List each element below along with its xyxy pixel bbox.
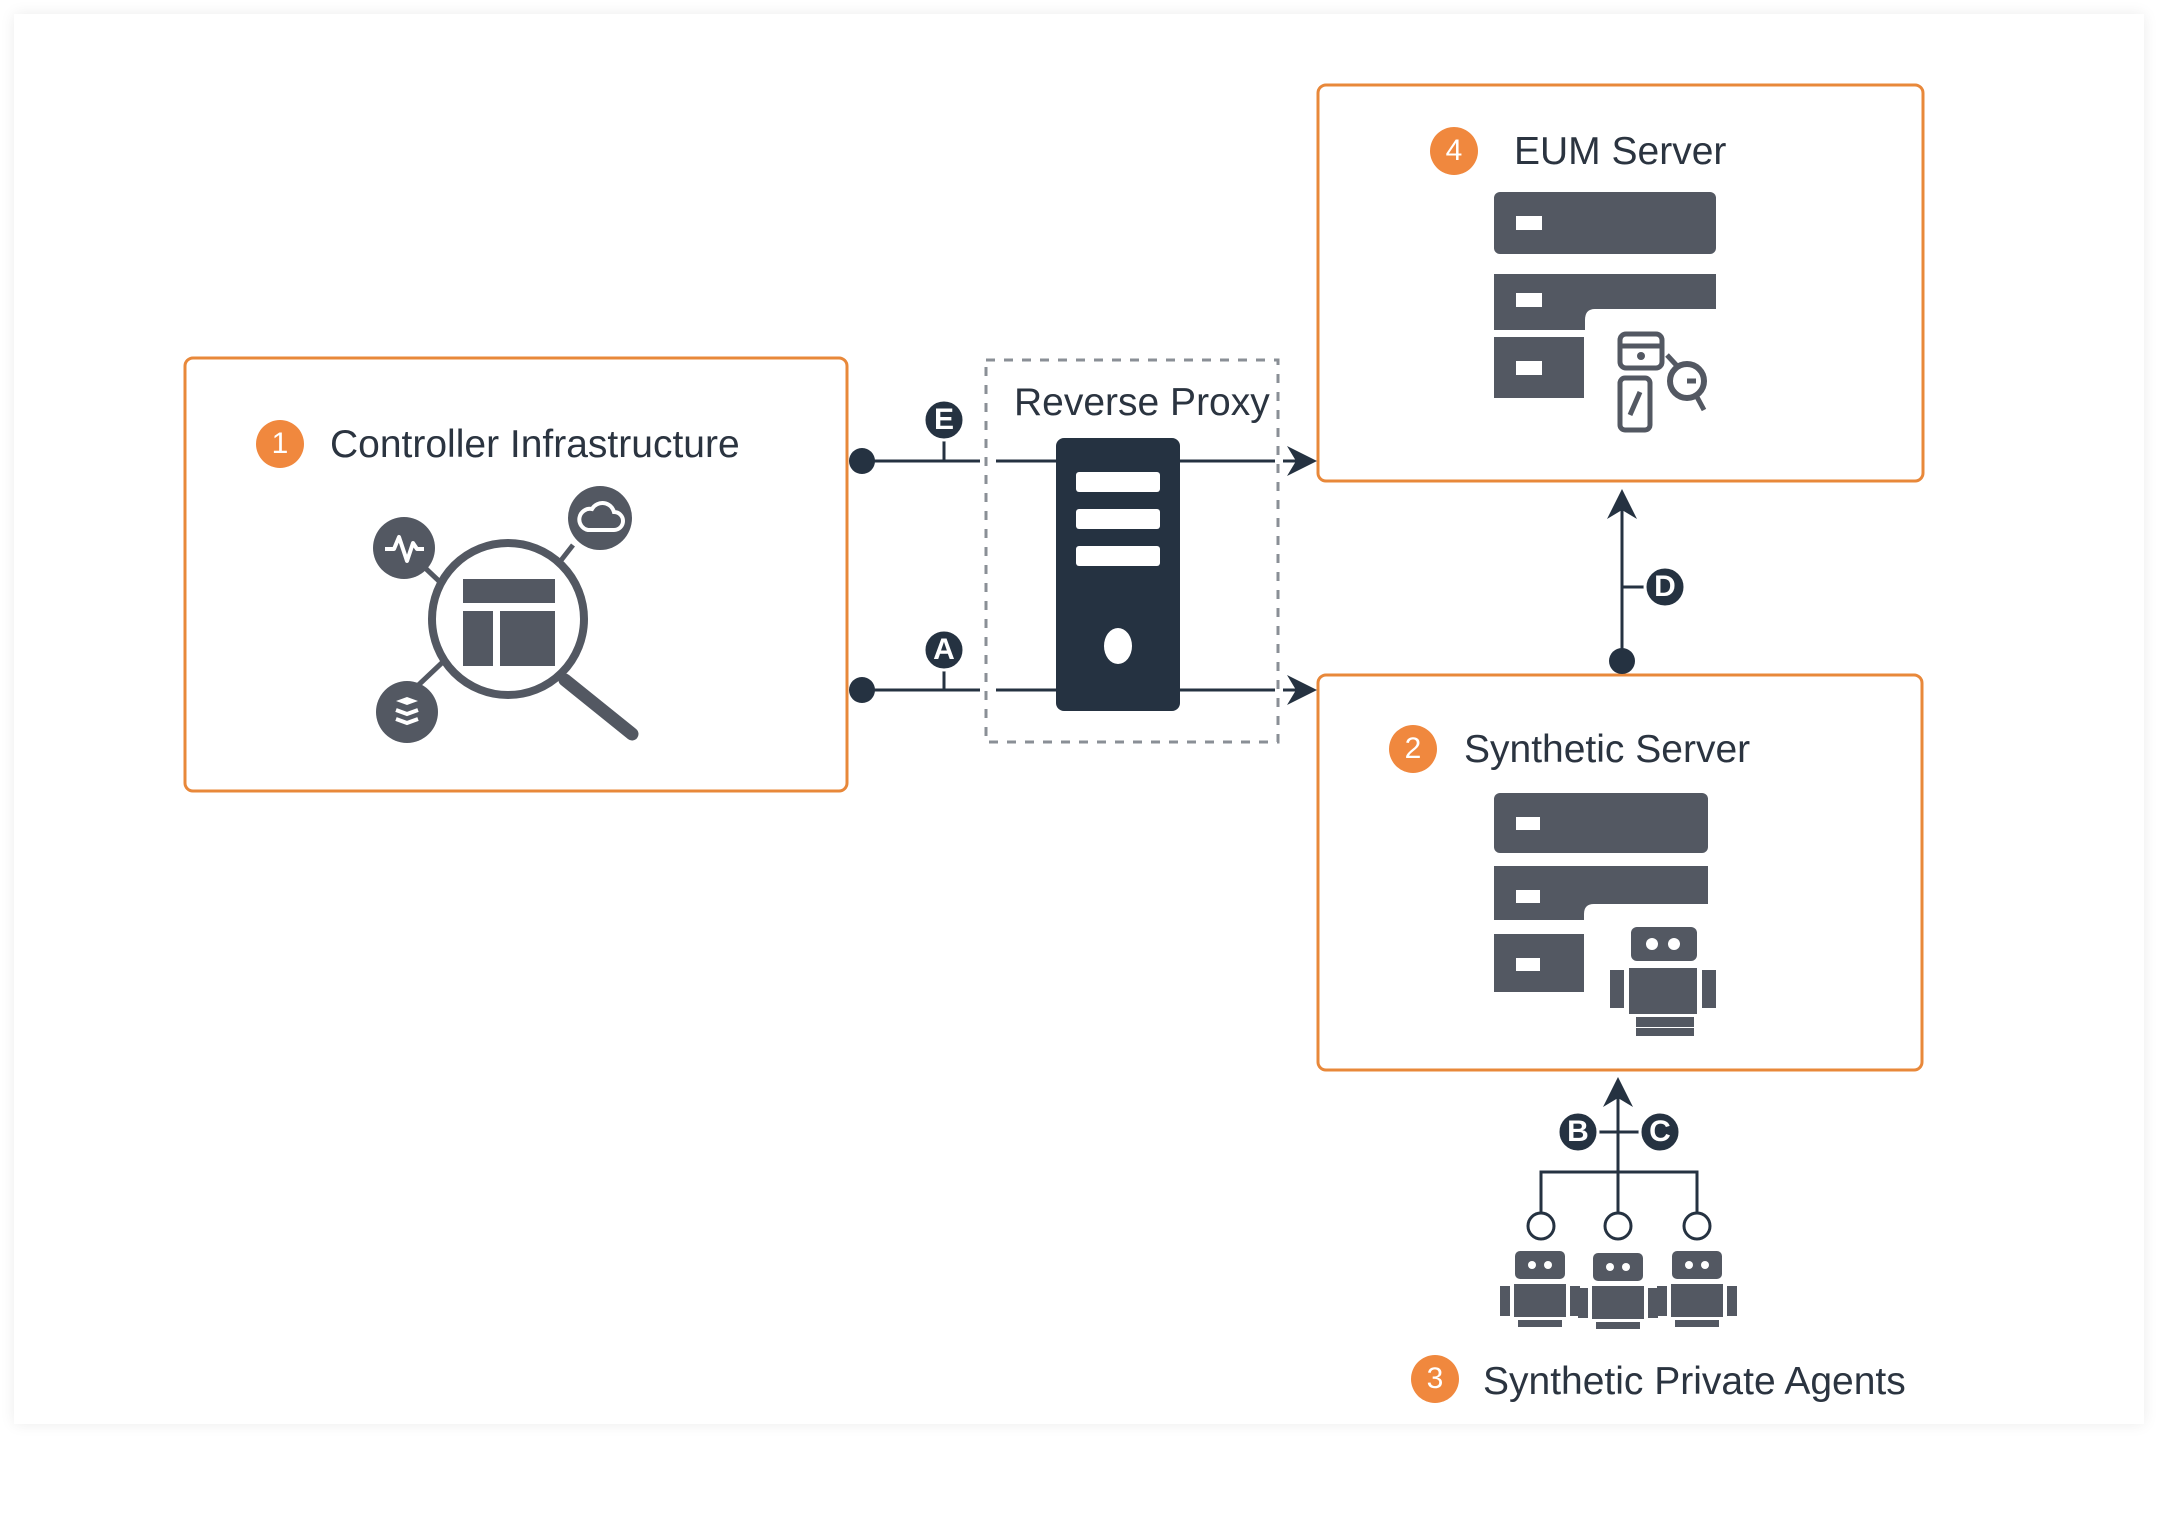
label-c-circle [1638, 1110, 1682, 1154]
server-stack-icon [1494, 192, 1716, 398]
synthetic-server-box [1316, 673, 1924, 1072]
connection-label-d: D [1654, 570, 1676, 603]
reverse-proxy-label: Reverse Proxy [1014, 381, 1270, 424]
controller-label: Controller Infrastructure [330, 423, 740, 466]
agent-robot-icon [1657, 1251, 1737, 1327]
badge-1: 1 [271, 427, 289, 460]
eum-server-label: EUM Server [1514, 130, 1727, 173]
synthetic-server-label: Synthetic Server [1464, 728, 1751, 771]
label-b-circle [1556, 1110, 1600, 1154]
agent-robot-icon [1500, 1251, 1580, 1327]
agent-robot-icon [1578, 1253, 1658, 1329]
badge-1-circle [256, 420, 304, 468]
connection-d [1607, 489, 1687, 674]
connection-label-b: B [1567, 1115, 1589, 1148]
controller-box [183, 356, 849, 793]
badge-3-circle [1411, 1355, 1459, 1403]
cloud-icon [568, 486, 632, 550]
label-e-circle [922, 398, 966, 442]
connection-e [849, 398, 1317, 476]
connection-label-a: A [933, 633, 955, 666]
private-agents-label: Synthetic Private Agents [1483, 1360, 1906, 1403]
label-d-circle [1643, 565, 1687, 609]
connection-bc [1526, 1077, 1712, 1241]
tower-server-icon [1056, 438, 1180, 711]
badge-3: 3 [1426, 1362, 1444, 1395]
activity-icon [373, 517, 435, 579]
mobile-browser-icon [1617, 331, 1707, 433]
eum-server-box [1316, 83, 1925, 483]
robot-icon [1610, 927, 1716, 1036]
badge-2-circle [1389, 725, 1437, 773]
connection-label-c: C [1649, 1115, 1671, 1148]
server-stack-icon [1494, 793, 1708, 992]
reverse-proxy-box [984, 358, 1280, 744]
database-icon [376, 681, 438, 743]
badge-4-circle [1430, 127, 1478, 175]
badge-2: 2 [1404, 732, 1422, 765]
connection-a [849, 628, 1317, 705]
label-a-circle [922, 628, 966, 672]
badge-4: 4 [1445, 134, 1463, 167]
connection-label-e: E [933, 403, 954, 436]
magnifier-icon [402, 539, 639, 741]
diagram-frame [14, 14, 2144, 1424]
